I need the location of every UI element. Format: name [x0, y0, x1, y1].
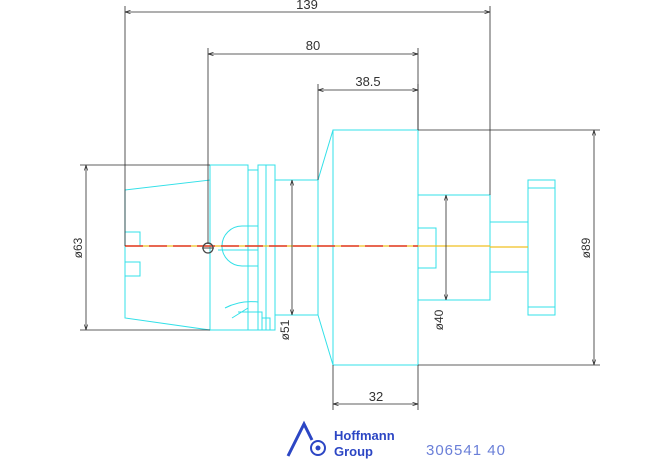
clamp-head	[489, 179, 556, 316]
dim-label-dia-63: ø63	[71, 237, 85, 258]
logo-gear-hub	[315, 445, 321, 451]
hoffmann-logo: Hoffmann Group	[286, 420, 395, 459]
dim-label-dia-40: ø40	[432, 309, 446, 330]
main-body	[332, 129, 419, 366]
part-number: 306541 40	[426, 442, 506, 459]
dimension-labels: 139 80 38.5 32 ø63 ø51 ø40 ø89	[71, 0, 593, 404]
centerline	[125, 242, 528, 254]
drive-notch-2	[262, 317, 271, 330]
shaft-bore	[417, 227, 437, 269]
slot-bottom	[125, 261, 141, 277]
flange-section	[209, 129, 334, 366]
logo-gear-icon	[310, 440, 326, 456]
dim-label-32: 32	[369, 389, 383, 404]
dim-label-38-5: 38.5	[355, 74, 380, 89]
slot-top	[125, 231, 141, 247]
dim-label-dia-89: ø89	[579, 237, 593, 258]
taper-section	[124, 179, 211, 331]
brand-line-1: Hoffmann	[334, 428, 395, 443]
logo-mark	[286, 420, 314, 457]
drive-notch	[224, 301, 263, 330]
part-outline	[124, 129, 556, 366]
dim-label-dia-51: ø51	[278, 319, 292, 340]
brand-line-2: Group	[334, 444, 373, 459]
dim-label-139: 139	[296, 0, 318, 12]
shaft	[418, 194, 491, 301]
dim-label-80: 80	[306, 38, 320, 53]
dimensions	[80, 6, 600, 410]
